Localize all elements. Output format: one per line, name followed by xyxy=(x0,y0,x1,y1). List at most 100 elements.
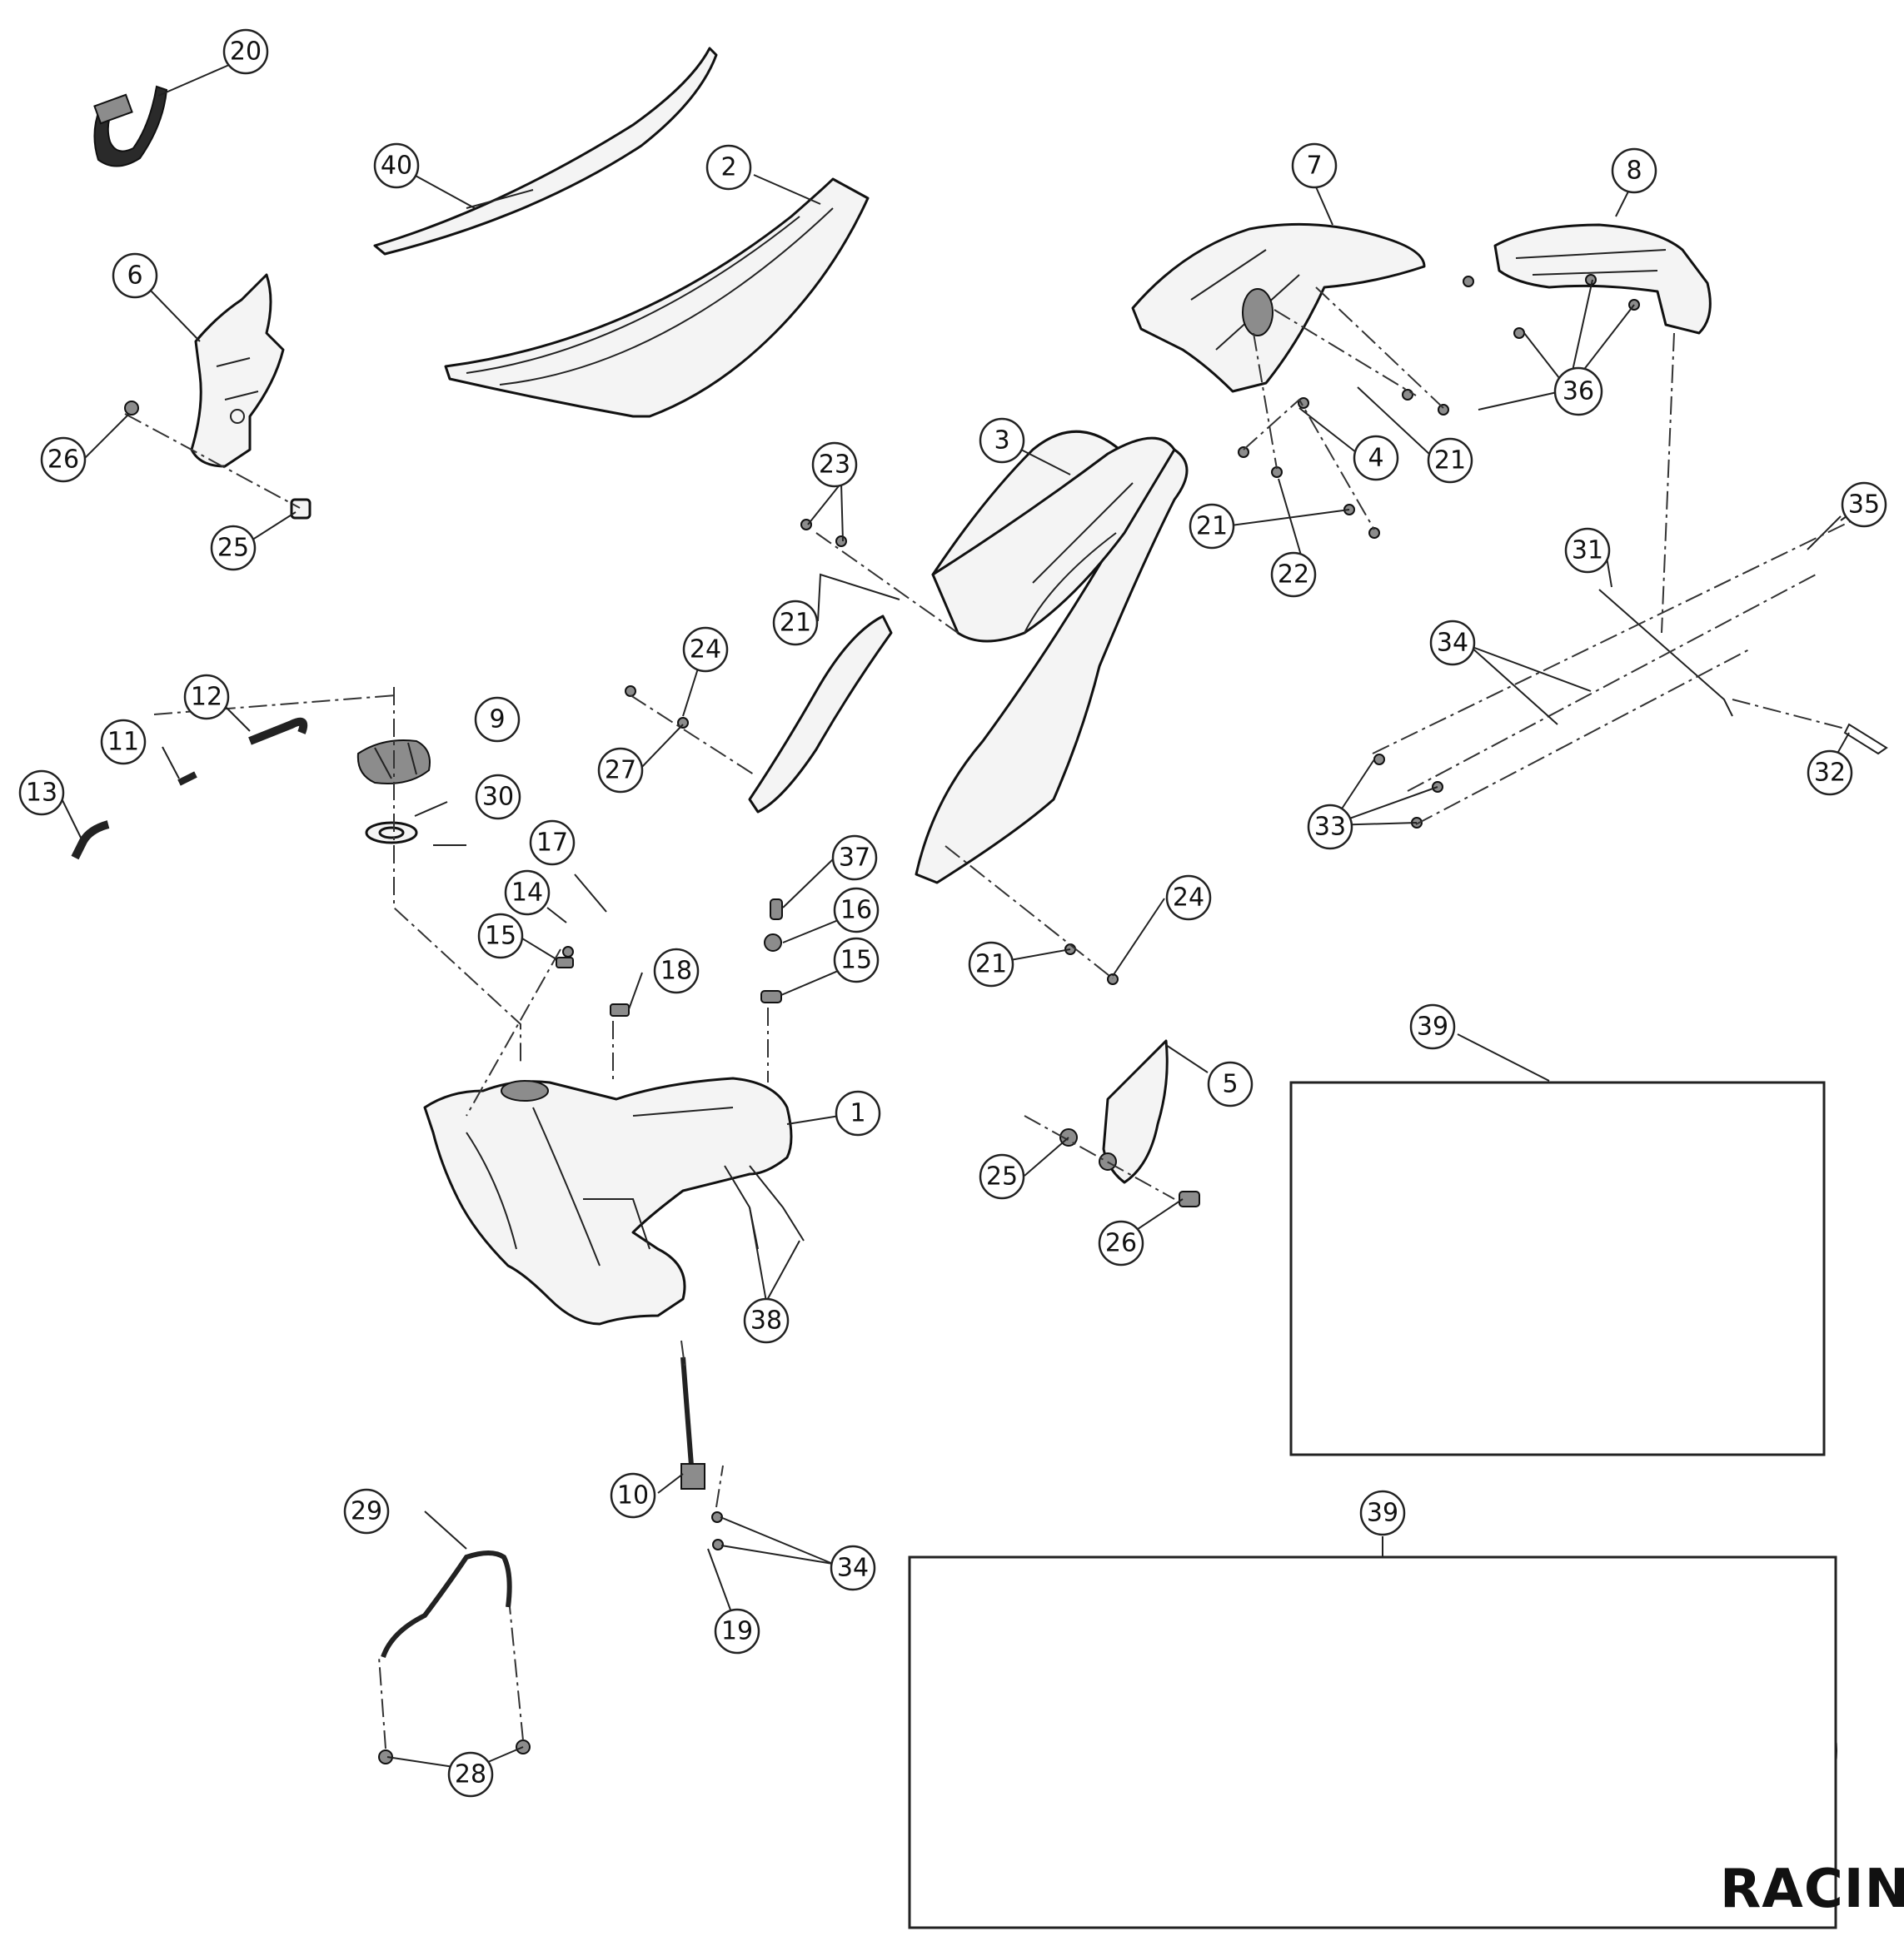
callout-25b: 25 xyxy=(979,1153,1025,1200)
callout-25a: 25 xyxy=(210,525,257,571)
callout-15b: 15 xyxy=(833,937,880,983)
callout-36: 36 xyxy=(1553,366,1603,416)
decal-kit-box-racing xyxy=(908,1555,1837,1929)
callout-10: 10 xyxy=(610,1472,656,1519)
callout-8-label: 8 xyxy=(1626,157,1642,186)
callout-11-label: 11 xyxy=(107,728,139,757)
callout-34b-label: 34 xyxy=(837,1554,869,1583)
part-right-side-cover xyxy=(1099,1039,1169,1184)
callout-17: 17 xyxy=(529,819,576,866)
callout-15a: 15 xyxy=(477,913,524,959)
callout-30: 30 xyxy=(475,774,521,820)
callout-24a-label: 24 xyxy=(690,635,721,664)
callout-18-label: 18 xyxy=(660,957,692,986)
part-radiator-shroud xyxy=(748,430,1189,884)
callout-21c-label: 21 xyxy=(780,609,811,638)
callout-26b-label: 26 xyxy=(1105,1229,1137,1258)
callout-25b-label: 25 xyxy=(986,1162,1018,1192)
callout-21d-label: 21 xyxy=(975,950,1007,979)
callout-4: 4 xyxy=(1353,435,1399,481)
part-fuel-tank xyxy=(423,1077,793,1326)
callout-5: 5 xyxy=(1207,1061,1254,1107)
racing-kit-label: RACING xyxy=(1720,1859,1904,1920)
callout-37-label: 37 xyxy=(839,844,870,873)
callout-38-label: 38 xyxy=(750,1306,782,1336)
callout-8: 8 xyxy=(1611,147,1657,194)
callout-37: 37 xyxy=(831,834,878,881)
callout-19-label: 19 xyxy=(721,1617,753,1646)
callout-33-label: 33 xyxy=(1314,813,1346,842)
leader-lines xyxy=(59,64,1862,1770)
callout-1: 1 xyxy=(835,1090,881,1137)
part-left-side-cover xyxy=(190,273,285,468)
callout-32: 32 xyxy=(1807,749,1853,796)
callout-35-label: 35 xyxy=(1848,490,1880,520)
callout-2: 2 xyxy=(705,144,752,191)
callout-16-label: 16 xyxy=(840,896,872,925)
callout-18: 18 xyxy=(653,948,700,994)
callout-11: 11 xyxy=(100,719,147,765)
part-seat xyxy=(444,177,870,418)
callout-7-label: 7 xyxy=(1306,152,1322,181)
callout-24a: 24 xyxy=(682,626,729,673)
callout-24b-label: 24 xyxy=(1173,883,1204,913)
callout-15a-label: 15 xyxy=(485,922,516,951)
callout-24b: 24 xyxy=(1165,874,1212,921)
callout-39b-label: 39 xyxy=(1367,1499,1398,1528)
callout-23: 23 xyxy=(811,441,858,488)
callout-20: 20 xyxy=(222,28,269,75)
part-seat-cover xyxy=(373,47,718,256)
callout-13: 13 xyxy=(18,769,65,816)
callout-22-label: 22 xyxy=(1278,560,1309,590)
callout-26a-label: 26 xyxy=(47,445,79,475)
callout-5-label: 5 xyxy=(1222,1070,1238,1099)
part-hardware xyxy=(124,274,1640,1764)
callout-10-label: 10 xyxy=(617,1481,649,1510)
callout-1-label: 1 xyxy=(850,1099,865,1128)
callout-25a-label: 25 xyxy=(217,534,249,563)
decal-kit-box-standard xyxy=(1289,1081,1826,1456)
callout-22: 22 xyxy=(1270,551,1317,598)
part-rear-rail xyxy=(1598,515,1888,755)
part-tail-light-bracket xyxy=(1493,223,1712,335)
callout-39b: 39 xyxy=(1359,1490,1406,1536)
part-overflow-hose xyxy=(381,1550,512,1659)
callout-33: 33 xyxy=(1307,804,1353,850)
callout-29-label: 29 xyxy=(351,1497,382,1526)
callout-12-label: 12 xyxy=(191,683,222,712)
callout-35: 35 xyxy=(1841,481,1887,528)
callout-19: 19 xyxy=(714,1608,760,1655)
callout-28-label: 28 xyxy=(455,1760,486,1789)
callout-21a: 21 xyxy=(1427,437,1473,484)
callout-13-label: 13 xyxy=(26,779,57,808)
callout-14-label: 14 xyxy=(511,878,543,908)
callout-2-label: 2 xyxy=(720,153,736,182)
callout-15b-label: 15 xyxy=(840,946,872,975)
callout-28: 28 xyxy=(447,1751,494,1798)
callout-27: 27 xyxy=(597,747,644,794)
callout-27-label: 27 xyxy=(605,756,636,785)
callout-16: 16 xyxy=(833,887,880,933)
callout-39a-label: 39 xyxy=(1417,1013,1448,1042)
callout-36-label: 36 xyxy=(1563,377,1594,406)
callout-3: 3 xyxy=(979,417,1025,464)
callout-31-label: 31 xyxy=(1572,536,1603,565)
callout-17-label: 17 xyxy=(536,829,568,858)
part-strap-clamp xyxy=(93,85,168,167)
callout-21d: 21 xyxy=(968,941,1014,988)
callout-9: 9 xyxy=(474,696,521,743)
callout-40-label: 40 xyxy=(381,152,412,181)
callout-26a: 26 xyxy=(40,436,87,483)
callout-38: 38 xyxy=(743,1297,790,1344)
callout-6-label: 6 xyxy=(127,261,142,291)
part-fuel-valve xyxy=(680,1356,705,1490)
callout-32-label: 32 xyxy=(1814,759,1846,788)
callout-30-label: 30 xyxy=(482,783,514,812)
callout-34a: 34 xyxy=(1429,620,1476,666)
callout-14: 14 xyxy=(504,869,551,916)
part-cap-gasket xyxy=(365,821,418,844)
callout-21a-label: 21 xyxy=(1434,446,1466,475)
assembly-lines xyxy=(124,286,1879,1749)
callout-31: 31 xyxy=(1564,527,1611,574)
